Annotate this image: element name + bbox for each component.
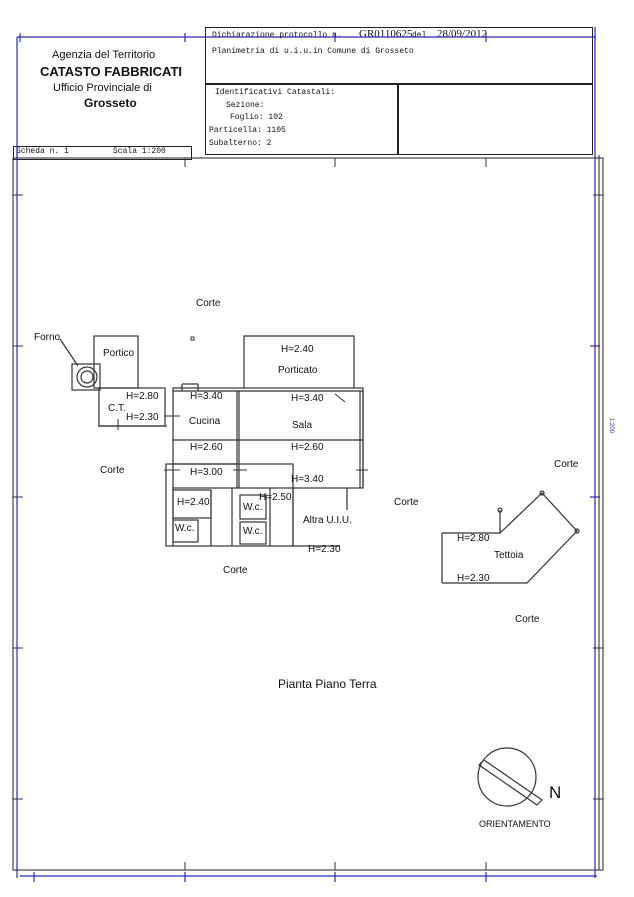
orientamento-label: ORIENTAMENTO — [479, 819, 551, 829]
label-h340-sala: H=3.40 — [291, 393, 324, 404]
label-wc2: W.c. — [175, 523, 195, 534]
provincia-name: Grosseto — [84, 96, 137, 110]
subalterno: Subalterno: 2 — [209, 139, 272, 148]
label-tettoia: Tettoia — [494, 550, 524, 561]
header-protocol-box — [205, 27, 593, 85]
label-h280-ct: H=2.80 — [126, 391, 159, 402]
header-scheda-box — [13, 146, 192, 160]
catasto-fabbricati: CATASTO FABBRICATI — [40, 64, 183, 79]
label-h340-cucina: H=3.40 — [190, 391, 223, 402]
label-ct: C.T. — [108, 403, 126, 414]
scheda-number: Scheda n. 1 — [16, 147, 69, 156]
label-h260-cucina: H=2.60 — [190, 442, 223, 453]
label-wc3: W.c. — [243, 526, 263, 537]
label-h280-tettoia: H=2.80 — [457, 533, 490, 544]
label-h230-tettoia: H=2.30 — [457, 573, 490, 584]
label-portico: Portico — [103, 348, 135, 359]
label-h250: H=2.50 — [259, 492, 292, 503]
label-cucina: Cucina — [189, 416, 221, 427]
north-label: N — [549, 783, 562, 802]
protocol-del: del — [412, 31, 427, 40]
identificativi-title: Identificativi Catastali: — [215, 88, 336, 97]
label-h230-ct: H=2.30 — [126, 412, 159, 423]
particella: Particella: 1105 — [209, 126, 286, 135]
planimetria-title: Planimetria di u.i.u.in Comune di Grosse… — [212, 47, 414, 56]
label-h240-porticato: H=2.40 — [281, 344, 314, 355]
header-identificativi-box — [205, 83, 399, 155]
sezione: Sezione: — [226, 101, 265, 110]
label-corte-bottom: Corte — [223, 565, 248, 576]
label-corte-top: Corte — [196, 298, 221, 309]
label-altra-uiu: Altra U.I.U. — [303, 515, 352, 526]
label-corte-mid: Corte — [394, 497, 419, 508]
label-h240-bath: H=2.40 — [177, 497, 210, 508]
header-blank-box — [397, 83, 593, 155]
label-wc1: W.c. — [243, 502, 263, 513]
scala: Scala 1:200 — [113, 147, 166, 156]
plan-title: Pianta Piano Terra — [278, 677, 377, 691]
label-forno: Forno — [34, 332, 61, 343]
label-corte-right: Corte — [554, 459, 579, 470]
label-porticato: Porticato — [278, 365, 318, 376]
svg-text:1:200: 1:200 — [608, 418, 614, 434]
agency-name: Agenzia del Territorio — [52, 49, 156, 61]
label-h340-bottom: H=3.40 — [291, 474, 324, 485]
label-corte-left: Corte — [100, 465, 125, 476]
label-corte-lower-right: Corte — [515, 614, 540, 625]
label-h230-wc: H=2.30 — [308, 544, 341, 555]
label-sala: Sala — [292, 420, 313, 431]
foglio: Foglio: 102 — [230, 113, 283, 122]
protocol-prefix: Dichiarazione protocollo n. — [212, 31, 342, 40]
label-h260-sala: H=2.60 — [291, 442, 324, 453]
label-h300: H=3.00 — [190, 467, 223, 478]
ufficio-provinciale: Ufficio Provinciale di — [53, 82, 152, 94]
